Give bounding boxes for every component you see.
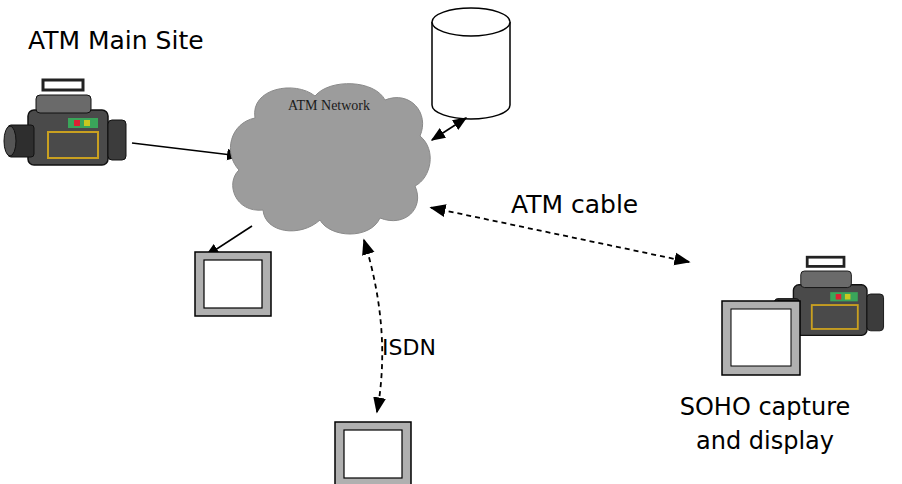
link-label: ISDN xyxy=(382,335,436,360)
edge-label: ATM cable xyxy=(511,190,638,219)
monitor-icon xyxy=(721,300,801,378)
site-caption: SOHO capture and display xyxy=(655,262,875,458)
network-cloud: ATM Network xyxy=(225,78,433,240)
network-name: ATM Network xyxy=(225,78,433,114)
workstation: SOHO capture and display xyxy=(655,262,875,462)
site-label: ATM Main Site xyxy=(28,26,204,55)
